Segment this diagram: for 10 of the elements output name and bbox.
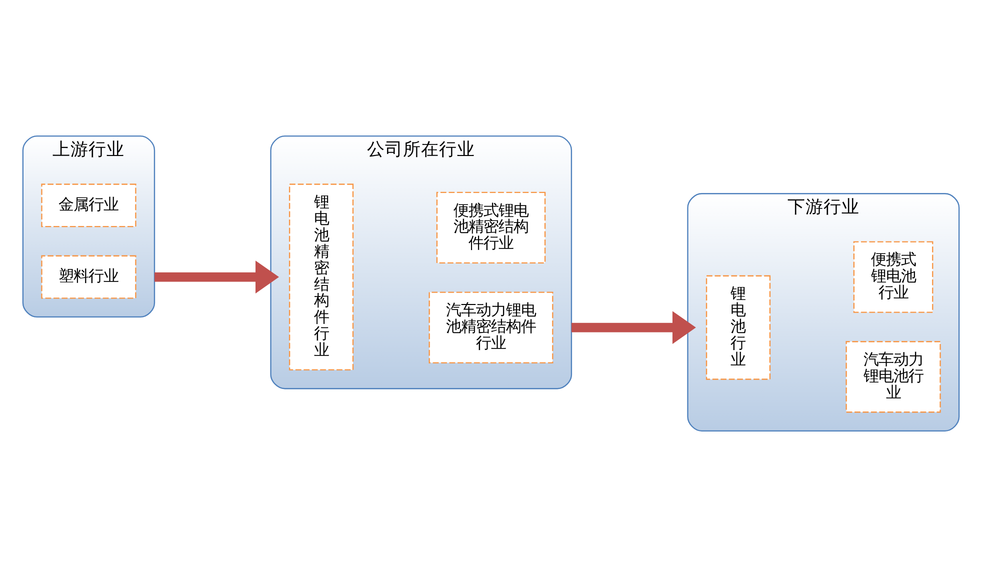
node-box: 便携式锂电池精密结构件行业 [436, 191, 546, 264]
node-box: 汽车动力锂电池行业 [846, 340, 941, 412]
node-box: 汽车动力锂电池精密结构件行业 [428, 291, 554, 363]
arrow [154, 260, 279, 293]
node-box: 塑料行业 [41, 254, 136, 298]
node-box: 便携式锂电池行业 [853, 240, 934, 312]
node-box: 锂电池行业 [706, 274, 771, 380]
node-box: 金属行业 [41, 183, 136, 227]
arrow [571, 310, 696, 344]
node-box: 锂电池精密结构件行业 [288, 183, 354, 370]
